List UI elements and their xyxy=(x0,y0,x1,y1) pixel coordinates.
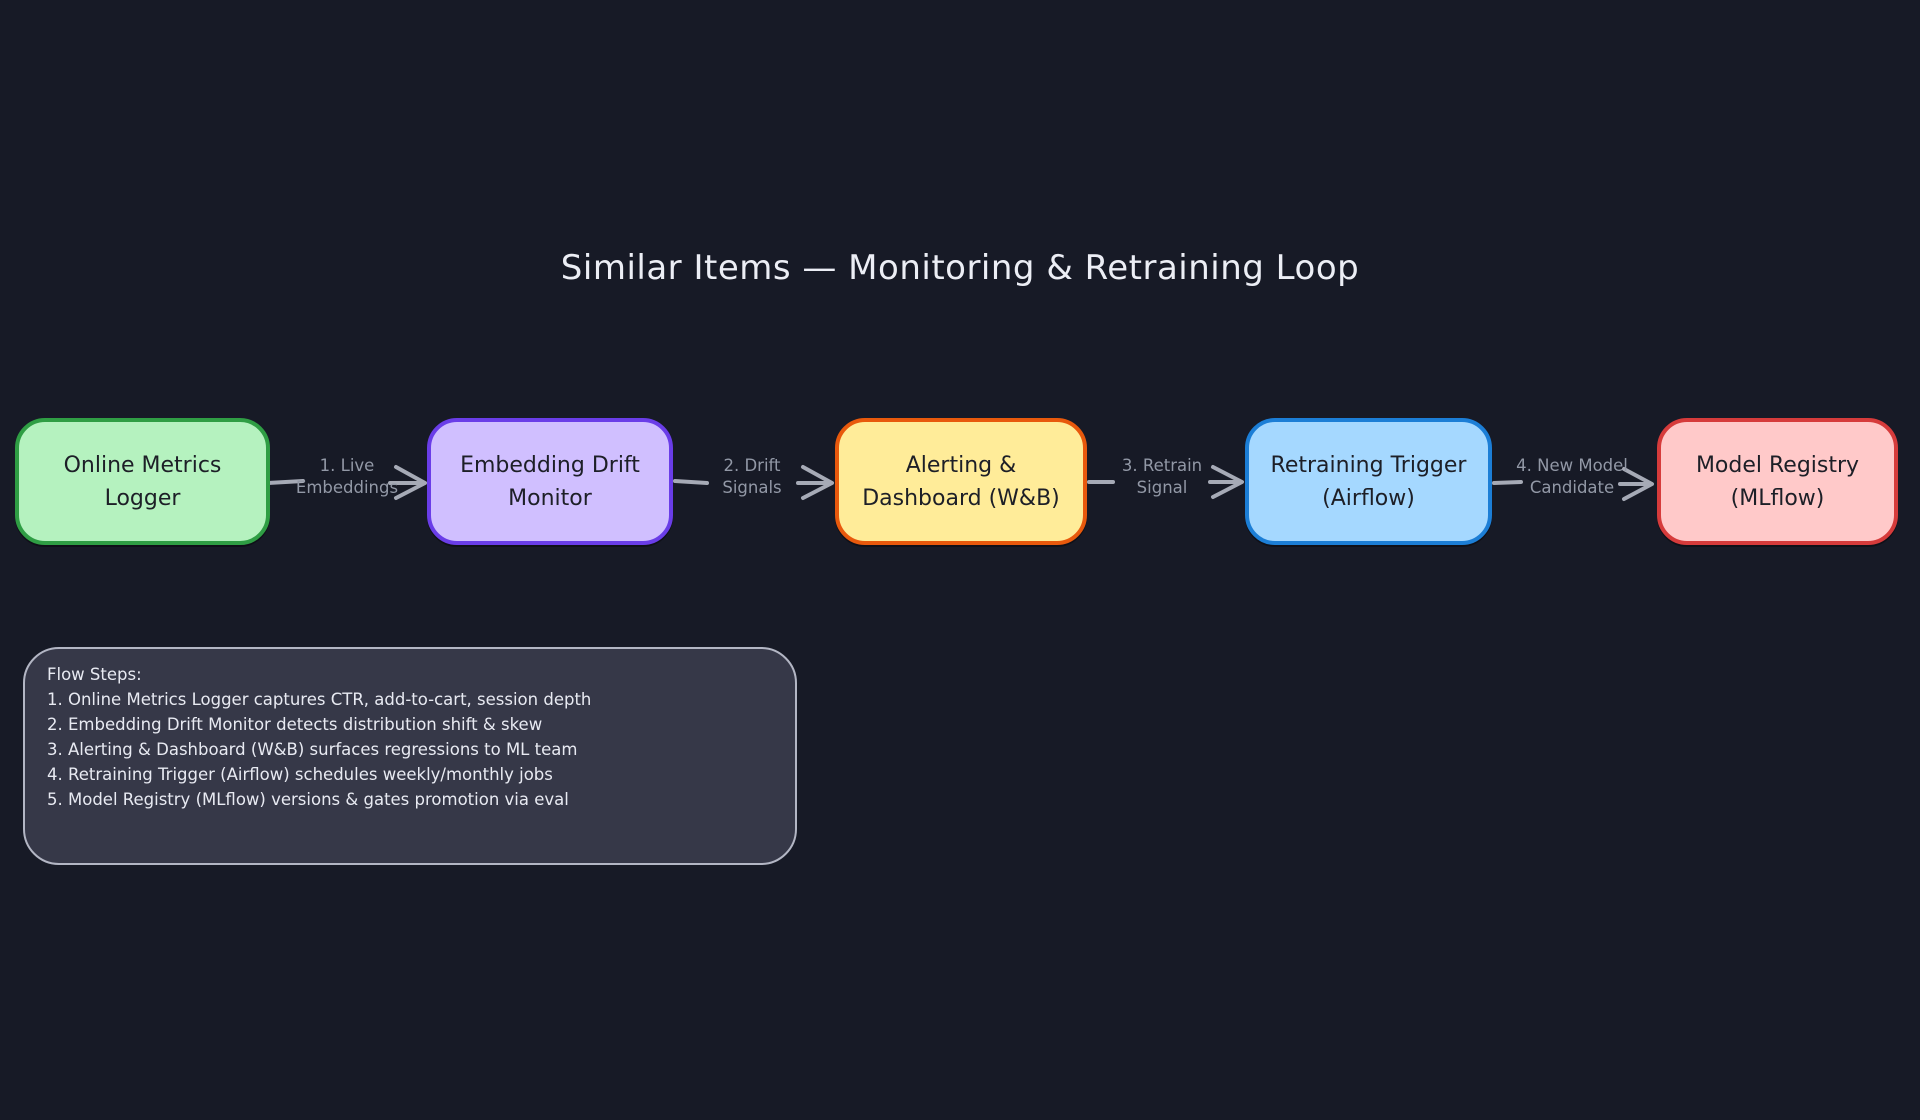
connector-label-line: Signal xyxy=(1136,478,1188,497)
node-label: (MLflow) xyxy=(1730,485,1825,511)
connector-label-line: Candidate xyxy=(1529,478,1615,497)
node-label: Dashboard (W&B) xyxy=(862,485,1060,511)
connector-label-drift-signals: 2. Drift Signals xyxy=(676,455,828,499)
flow-step: 3. Alerting & Dashboard (W&B) surfaces r… xyxy=(47,740,578,759)
node-embedding-drift-monitor: Embedding Drift Monitor xyxy=(427,418,673,545)
node-label: (Airflow) xyxy=(1322,485,1415,511)
flow-steps-heading: Flow Steps: xyxy=(47,665,142,684)
connector-label-line: 1. Live xyxy=(319,456,375,475)
node-model-registry-mlflow: Model Registry (MLflow) xyxy=(1657,418,1898,545)
flow-step: 4. Retraining Trigger (Airflow) schedule… xyxy=(47,765,553,784)
flow-step: 1. Online Metrics Logger captures CTR, a… xyxy=(47,690,592,709)
node-label: Model Registry xyxy=(1695,452,1860,478)
node-label: Logger xyxy=(104,485,181,511)
connector-label-retrain-signal: 3. Retrain Signal xyxy=(1086,455,1238,499)
node-label: Monitor xyxy=(508,485,592,511)
node-alerting-dashboard-wandb: Alerting & Dashboard (W&B) xyxy=(835,418,1087,545)
node-label: Retraining Trigger xyxy=(1270,452,1467,478)
flow-steps-panel: Flow Steps: 1. Online Metrics Logger cap… xyxy=(23,647,797,865)
connector-label-new-model-candidate: 4. New Model Candidate xyxy=(1496,455,1648,499)
connector-label-line: 3. Retrain xyxy=(1121,456,1203,475)
node-retraining-trigger-airflow: Retraining Trigger (Airflow) xyxy=(1245,418,1492,545)
connector-label-line: 2. Drift xyxy=(723,456,781,475)
node-online-metrics-logger: Online Metrics Logger xyxy=(15,418,270,545)
connector-label-live-embeddings: 1. Live Embeddings xyxy=(268,455,426,499)
flow-step: 2. Embedding Drift Monitor detects distr… xyxy=(47,715,543,734)
connector-label-line: Signals xyxy=(722,478,782,497)
node-label: Embedding Drift xyxy=(460,452,640,478)
flow-step: 5. Model Registry (MLflow) versions & ga… xyxy=(47,790,569,809)
node-label: Alerting & xyxy=(905,452,1017,478)
diagram-title: Similar Items — Monitoring & Retraining … xyxy=(560,248,1360,288)
connector-label-line: 4. New Model xyxy=(1516,456,1628,475)
connector-label-line: Embeddings xyxy=(295,478,399,497)
node-label: Online Metrics xyxy=(63,452,222,478)
